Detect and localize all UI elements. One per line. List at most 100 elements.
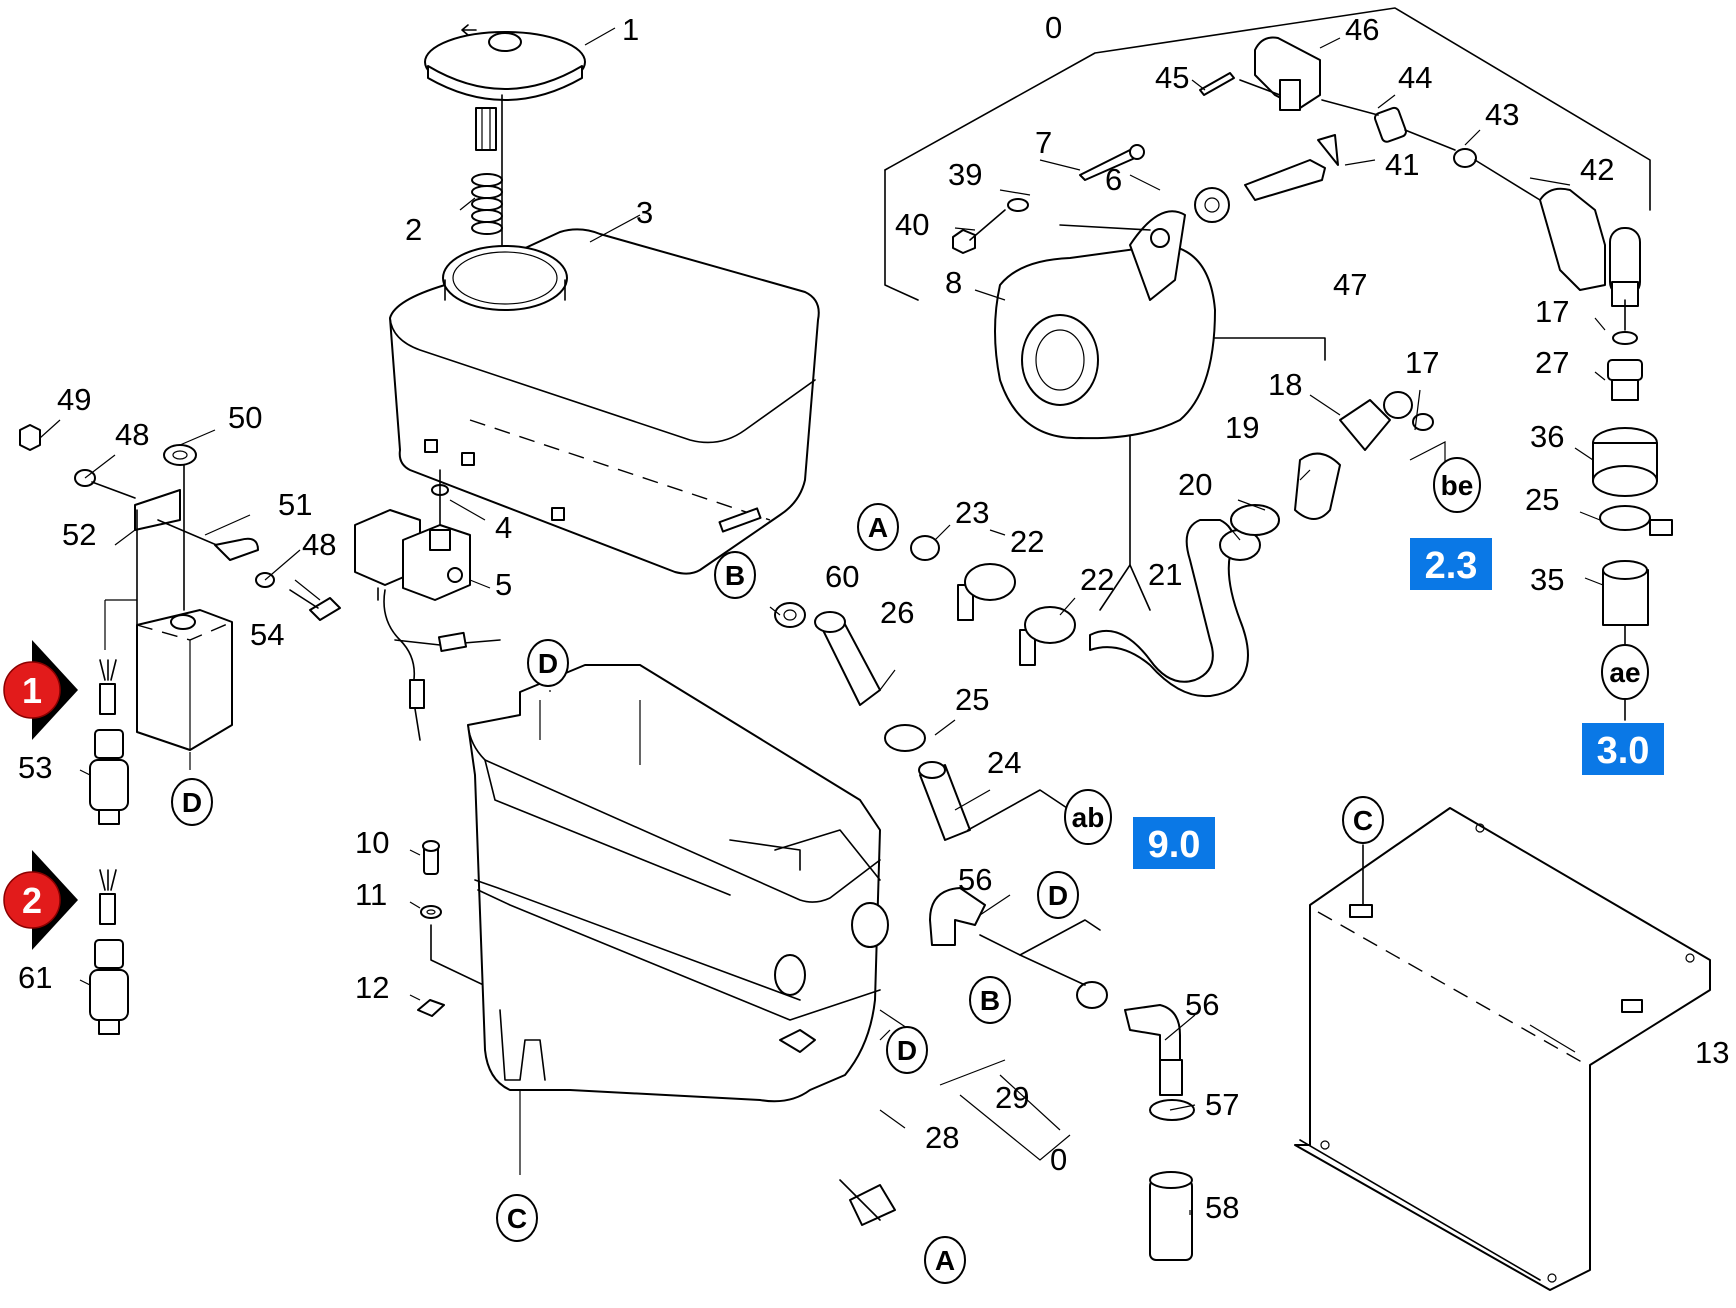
callout-18: 18 (1268, 367, 1302, 402)
callout-48-left: 48 (115, 417, 149, 452)
callout-10: 10 (355, 825, 389, 860)
group-bracket-0-side (884, 169, 919, 301)
callout-45: 45 (1155, 60, 1189, 95)
callout-53: 53 (18, 750, 52, 785)
connector-d-tank-top: D (527, 639, 569, 687)
svg-text:D: D (538, 648, 558, 679)
callout-60: 60 (825, 559, 859, 594)
svg-text:B: B (980, 985, 1000, 1016)
page-ref-3-0[interactable]: 3.0 (1582, 723, 1664, 775)
callout-5: 5 (495, 567, 512, 602)
connector-d-tank-side: D (886, 1026, 928, 1074)
callout-0-bottom: 0 (1050, 1142, 1067, 1177)
svg-text:D: D (182, 787, 202, 818)
callout-25-tank: 25 (955, 682, 989, 717)
callout-26: 26 (880, 595, 914, 630)
callout-8: 8 (945, 265, 962, 300)
float-lid (424, 24, 586, 291)
main-tank (467, 664, 896, 1226)
connector-ab: ab (1064, 789, 1112, 845)
callout-3: 3 (636, 195, 653, 230)
group-bracket-0-top (884, 7, 1651, 211)
variant-marker-2 (3, 850, 78, 950)
callout-28: 28 (925, 1120, 959, 1155)
callout-42: 42 (1580, 152, 1614, 187)
callout-61: 61 (18, 960, 52, 995)
callout-49: 49 (57, 382, 91, 417)
callout-17-right: 17 (1535, 294, 1569, 329)
callout-17-hose: 17 (1405, 345, 1439, 380)
callout-0-top: 0 (1045, 10, 1062, 45)
svg-text:3.0: 3.0 (1597, 730, 1650, 772)
callout-43: 43 (1485, 97, 1519, 132)
callout-48-right: 48 (302, 527, 336, 562)
callout-40: 40 (895, 207, 929, 242)
connector-a-bottom: A (924, 1236, 966, 1284)
drain-fittings (929, 887, 1195, 1261)
callout-58: 58 (1205, 1190, 1239, 1225)
svg-text:B: B (725, 560, 745, 591)
callout-36: 36 (1530, 419, 1564, 454)
pump-motor (994, 210, 1216, 440)
connector-b-tank: B (969, 976, 1011, 1024)
cover-plate (1294, 807, 1711, 1291)
callout-25-right: 25 (1525, 482, 1559, 517)
top-right-fittings (952, 36, 1673, 721)
float-switch-61 (89, 869, 129, 1035)
callout-22-second: 22 (1080, 562, 1114, 597)
callout-19: 19 (1225, 410, 1259, 445)
float-switch-53 (89, 659, 129, 825)
callout-24: 24 (987, 745, 1021, 780)
callout-52: 52 (62, 517, 96, 552)
page-ref-2-3[interactable]: 2.3 (1410, 538, 1492, 590)
connector-ae: ae (1601, 644, 1649, 700)
svg-text:ae: ae (1609, 657, 1640, 688)
small-fittings-chain (774, 535, 1076, 841)
callout-12: 12 (355, 970, 389, 1005)
svg-text:A: A (935, 1245, 955, 1276)
svg-text:9.0: 9.0 (1148, 824, 1201, 866)
callout-29: 29 (995, 1080, 1029, 1115)
connector-be: be (1433, 457, 1481, 513)
callout-56-top: 56 (958, 862, 992, 897)
callout-13: 13 (1695, 1035, 1729, 1070)
callout-23: 23 (955, 495, 989, 530)
variant-marker-2-label: 2 (22, 880, 42, 921)
callout-51: 51 (278, 487, 312, 522)
callout-57: 57 (1205, 1087, 1239, 1122)
svg-text:D: D (897, 1035, 917, 1066)
float-spring (471, 173, 503, 235)
callout-35: 35 (1530, 562, 1564, 597)
solenoid-valve (354, 469, 501, 741)
connector-d-bracket: D (171, 778, 213, 826)
connector-c-plate: C (1342, 796, 1384, 844)
callout-56-bottom: 56 (1185, 987, 1219, 1022)
callout-1: 1 (622, 12, 639, 47)
connector-b-top: B (714, 551, 756, 599)
svg-text:2.3: 2.3 (1425, 545, 1478, 587)
upper-tank (389, 228, 820, 575)
callout-46: 46 (1345, 12, 1379, 47)
variant-marker-1-label: 1 (22, 670, 42, 711)
callout-44: 44 (1398, 60, 1432, 95)
callout-2: 2 (405, 212, 422, 247)
page-ref-9-0[interactable]: 9.0 (1133, 817, 1215, 869)
callout-6: 6 (1105, 162, 1122, 197)
variant-marker-1 (3, 640, 78, 740)
callout-54: 54 (250, 617, 284, 652)
callout-47: 47 (1333, 267, 1367, 302)
callout-7: 7 (1035, 125, 1052, 160)
leader-lines (39, 27, 1626, 1215)
callout-11: 11 (355, 877, 387, 912)
hose-assembly (1089, 337, 1434, 698)
callout-27: 27 (1535, 345, 1569, 380)
callout-22-first: 22 (1010, 524, 1044, 559)
svg-text:A: A (868, 512, 888, 543)
connector-a-top: A (857, 503, 899, 551)
part-numbers: 1 2 3 4 5 6 7 8 10 11 12 13 17 17 18 19 … (18, 10, 1729, 1225)
callout-4: 4 (495, 510, 512, 545)
float-switch-bracket (19, 424, 341, 751)
callout-50: 50 (228, 400, 262, 435)
svg-text:ab: ab (1072, 802, 1105, 833)
